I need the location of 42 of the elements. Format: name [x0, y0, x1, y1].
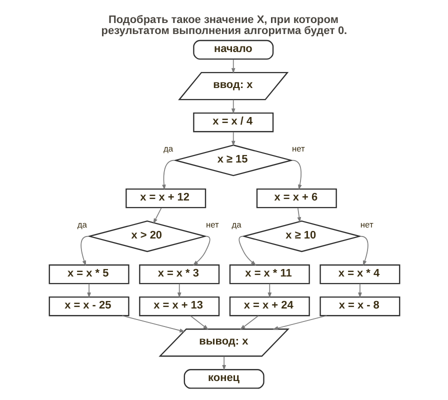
arrow: [267, 283, 272, 298]
node-box: конец: [183, 369, 264, 389]
arrow: [162, 160, 174, 190]
arrow: [230, 99, 235, 114]
node-box: x = x + 6: [256, 188, 336, 208]
node-box: x = x + 24: [228, 296, 310, 316]
node-diamond: x ≥ 15: [172, 144, 293, 176]
arrow: [152, 208, 162, 224]
arrow: [272, 315, 327, 330]
arrow: [189, 315, 208, 330]
diagram-title: Подобрать такое значение X, при котором результатом выполнения алгоритма будет 0.: [100, 14, 347, 38]
edge-label: да: [231, 219, 241, 230]
node-box: x = x - 25: [48, 296, 129, 316]
node-box: x = x * 4: [319, 264, 400, 284]
node-box: x = x + 12: [125, 188, 206, 208]
node-box: x = x / 4: [192, 112, 274, 132]
node-diamond: x > 20: [86, 220, 207, 252]
arrow: [121, 315, 185, 332]
arrow: [230, 58, 235, 74]
arrow: [230, 132, 235, 146]
arrow: [238, 236, 256, 266]
node-box: x = x + 13: [138, 296, 220, 316]
edge-label: нет: [205, 219, 218, 230]
node-diamond: x ≥ 10: [241, 220, 362, 252]
arrow: [296, 208, 301, 223]
node-box: x = x * 3: [138, 264, 220, 284]
edge-label: да: [163, 143, 173, 154]
node-box: x = x * 5: [48, 264, 129, 284]
edge-label: да: [76, 219, 86, 230]
node-box: начало: [192, 40, 274, 60]
arrow: [292, 160, 302, 190]
node-box: x = x * 11: [228, 264, 310, 284]
node-box: x = x - 8: [319, 296, 400, 316]
arrow: [80, 236, 88, 266]
arrow: [176, 283, 181, 298]
arrow: [239, 315, 258, 330]
arrow: [358, 283, 362, 298]
arrow: [360, 236, 368, 266]
edge-label: нет: [291, 143, 304, 154]
arrow: [222, 356, 226, 371]
arrow: [86, 283, 90, 298]
edge-label: нет: [360, 219, 373, 230]
